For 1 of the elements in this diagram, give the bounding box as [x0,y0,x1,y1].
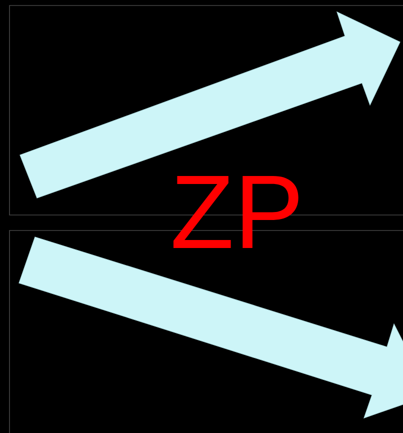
big-label: ZP [173,176,298,248]
